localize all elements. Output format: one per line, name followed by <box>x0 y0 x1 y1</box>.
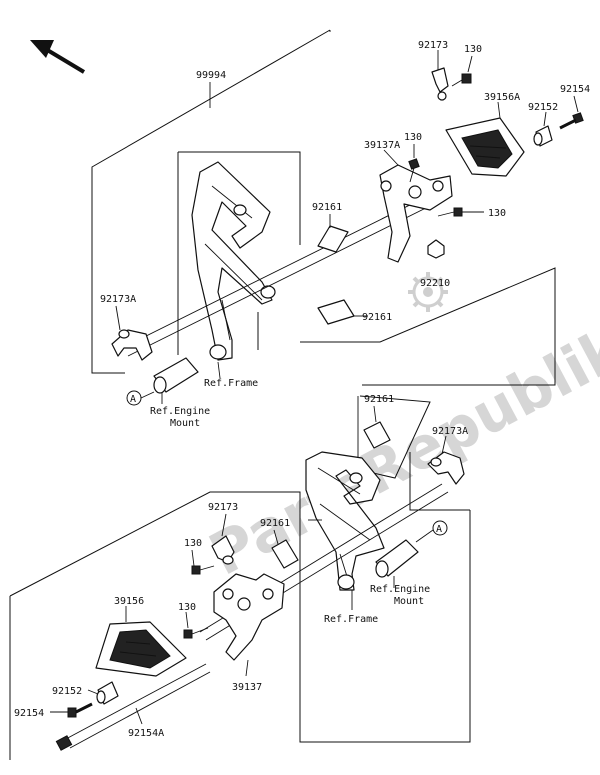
spacer-92152-top <box>533 125 553 147</box>
label-92161-a: 92161 <box>312 202 342 213</box>
label-92154-bottom: 92154 <box>14 708 44 719</box>
label-circle-a-top: A <box>130 394 136 405</box>
label-130-right: 130 <box>488 208 506 219</box>
label-ref-frame-bottom: Ref.Frame <box>324 614 378 625</box>
label-ref-engine-mount-bottom: Mount <box>394 596 424 607</box>
label-39137A: 39137A <box>364 140 400 151</box>
frame-reference-top <box>191 161 276 361</box>
frame-reference-bottom <box>305 451 385 591</box>
bolt-92154-top <box>559 112 584 130</box>
bolt-130-bottom-1 <box>191 565 215 575</box>
label-92173A-top: 92173A <box>100 294 136 305</box>
clip-92173A-top <box>111 329 153 361</box>
label-92152-top: 92152 <box>528 102 558 113</box>
label-92161-b: 92161 <box>362 312 392 323</box>
label-92154A: 92154A <box>128 728 164 739</box>
axle-top <box>121 189 441 349</box>
label-130-bottom-2: 130 <box>178 602 196 613</box>
label-92154-top: 92154 <box>560 84 590 95</box>
bolt-130-bottom-2 <box>183 627 209 639</box>
bracket-39137 <box>213 573 285 661</box>
label-ref-frame-top: Ref.Frame <box>204 378 258 389</box>
frame-slider-39156A <box>445 117 525 177</box>
decal-92161-b <box>317 299 355 325</box>
label-92173-bottom: 92173 <box>208 502 238 513</box>
bolt-130-mid <box>408 158 420 183</box>
callout-a-bottom <box>432 520 448 536</box>
label-130-mid: 130 <box>404 132 422 143</box>
label-ref-engine-mount-top: Mount <box>170 418 200 429</box>
kit-outline-bottom <box>9 491 471 743</box>
label-92161-d: 92161 <box>260 518 290 529</box>
label-ref-engine-bottom: Ref.Engine <box>370 584 430 595</box>
spacer-92152-bottom <box>96 681 119 705</box>
clip-92173A-bottom <box>427 451 465 485</box>
label-39137: 39137 <box>232 682 262 693</box>
bolt-head-92154A <box>55 735 73 751</box>
frame-ref-box-top <box>178 151 301 245</box>
bolt-92154-bottom <box>67 702 93 718</box>
gear-stamp-icon <box>408 272 448 312</box>
label-92152-bottom: 92152 <box>52 686 82 697</box>
clip-92173-bottom <box>211 535 235 565</box>
bracket-39137A <box>379 164 453 263</box>
engine-mount-spacer-bottom <box>375 539 419 578</box>
clip-92173-top <box>431 67 449 101</box>
direction-arrow-icon <box>30 40 86 74</box>
label-39156: 39156 <box>114 596 144 607</box>
decal-92161-d <box>271 539 299 569</box>
frame-slider-39156 <box>95 621 187 677</box>
label-92210: 92210 <box>420 278 450 289</box>
label-circle-a-bottom: A <box>436 524 442 535</box>
engine-mount-spacer-top <box>153 357 199 394</box>
bolt-130-top <box>451 73 472 87</box>
axle-bottom <box>63 663 207 741</box>
label-92161-c: 92161 <box>364 394 394 405</box>
engine-ref-box-top <box>300 267 556 386</box>
label-99994: 99994 <box>196 70 226 81</box>
label-130-bottom-1: 130 <box>184 538 202 549</box>
label-ref-engine-top: Ref.Engine <box>150 406 210 417</box>
decal-92161-a <box>317 225 349 253</box>
nut-92210 <box>427 239 445 259</box>
label-92173-top: 92173 <box>418 40 448 51</box>
kit-outline-top <box>91 29 331 374</box>
label-130-top: 130 <box>464 44 482 55</box>
decal-92161-c <box>363 421 391 449</box>
bolt-130-right <box>437 207 463 217</box>
label-39156A: 39156A <box>484 92 520 103</box>
label-92173A-bottom: 92173A <box>432 426 468 437</box>
